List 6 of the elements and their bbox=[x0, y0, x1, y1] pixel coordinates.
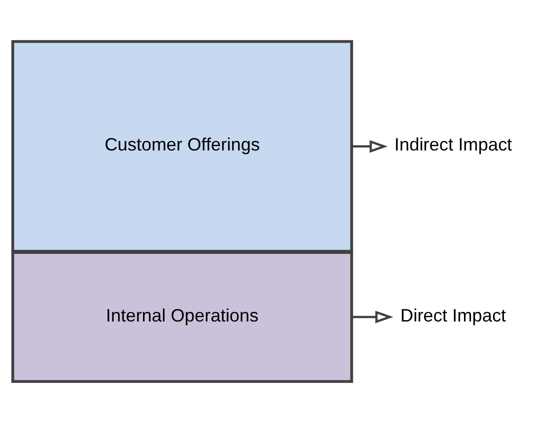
node-box: Customer Offerings bbox=[11, 40, 354, 253]
node-text: Indirect Impact bbox=[394, 134, 512, 155]
arrow bbox=[352, 310, 394, 324]
node-box: Internal Operations bbox=[11, 251, 354, 383]
arrow bbox=[352, 140, 388, 153]
node-text: Direct Impact bbox=[400, 305, 506, 326]
